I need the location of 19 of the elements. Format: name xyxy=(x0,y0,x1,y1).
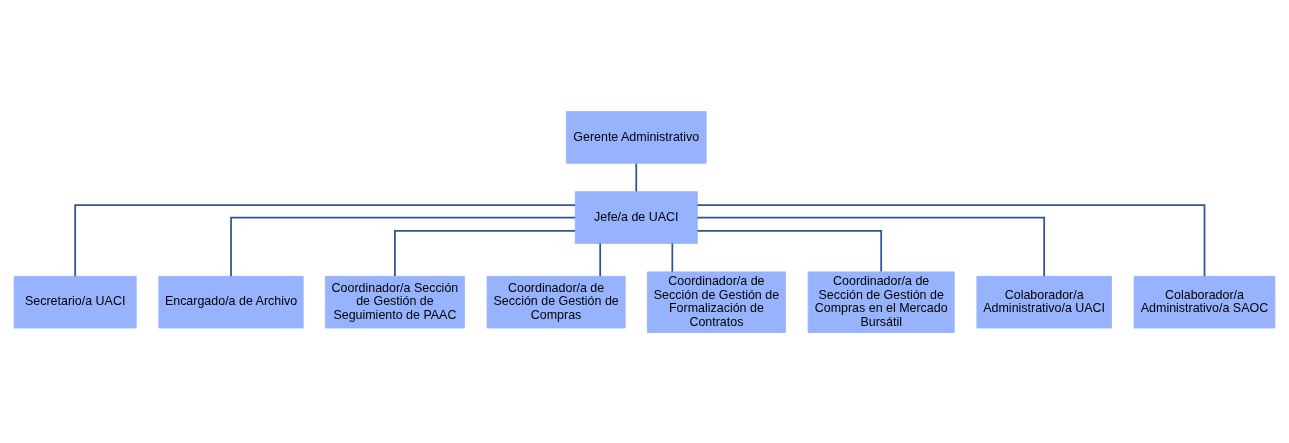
node-box: Coordinador/a de Sección de Gestión de Formalización de Contratos xyxy=(646,270,786,333)
connector xyxy=(671,242,674,273)
node-box: Colaborador/a Administrativo/a UACI xyxy=(976,275,1112,328)
connector xyxy=(696,216,1046,277)
connector xyxy=(230,216,577,277)
node-box: Jefe/a de UACI xyxy=(574,190,698,244)
connector xyxy=(599,242,602,277)
node-box: Coordinador/a de Sección de Gestión de Compras xyxy=(486,275,626,328)
connector xyxy=(394,229,576,277)
node-box: Encargado/a de Archivo xyxy=(158,275,304,328)
node-box: Colaborador/a Administrativo/a SAOC xyxy=(1133,275,1276,328)
node-box: Coordinador/a de Sección de Gestión de Compras en el Mercado Bursátil xyxy=(807,270,955,333)
connector xyxy=(696,229,883,272)
connector xyxy=(696,203,1206,277)
connector xyxy=(635,162,638,192)
connector xyxy=(74,203,577,277)
node-box: Gerente Administrativo xyxy=(565,110,707,164)
node-box: Secretario/a UACI xyxy=(13,275,137,328)
node-box: Coordinador/a Sección de Gestión de Seguimiento de PAAC xyxy=(325,275,465,328)
